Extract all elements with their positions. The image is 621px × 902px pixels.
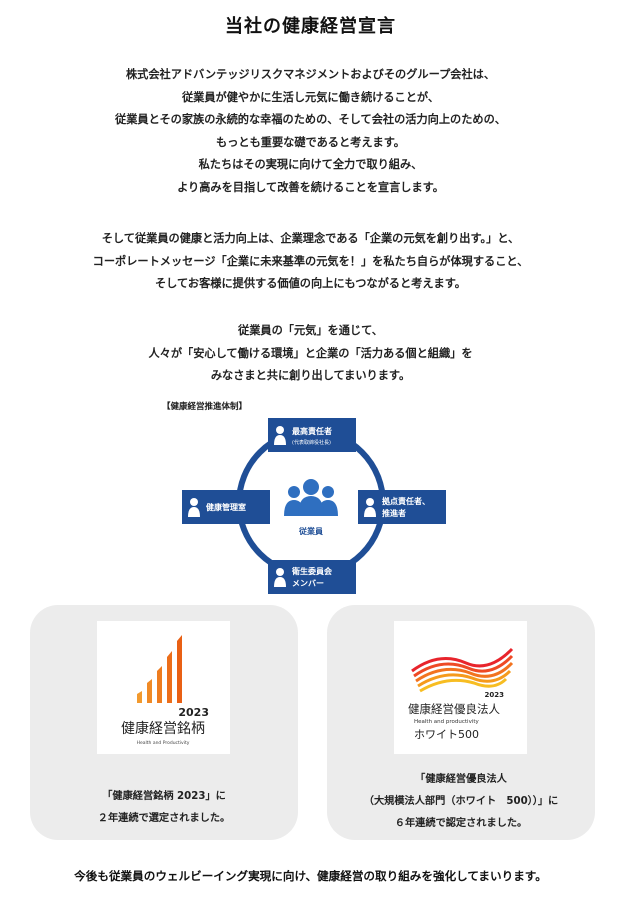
box-bottom-health-committee: 衛生委員会 メンバー bbox=[268, 560, 356, 594]
logo-badge: ホワイト500 bbox=[414, 728, 479, 741]
logo-title: 健康経営優良法人 bbox=[408, 702, 500, 716]
text-line: 従業員とその家族の永続的な幸福のための、そして会社の活力向上のための、 bbox=[115, 113, 506, 127]
box-sublabel: (代表取締役社長) bbox=[292, 439, 331, 446]
kenko-meigara-logo: 2023 健康経営銘柄 Health and Productivity bbox=[97, 621, 230, 754]
box-left-health-office: 健康管理室 bbox=[182, 490, 270, 524]
box-label: 拠点責任者、 bbox=[381, 496, 430, 506]
diagram-label: 【健康経営推進体制】 bbox=[162, 402, 248, 412]
logo-subtitle: Health and Productivity bbox=[137, 740, 190, 746]
closing-statement: 今後も従業員のウェルビーイング実現に向け、健康経営の取り組みを強化してまいります… bbox=[74, 869, 547, 883]
award-card-white500: 2023 健康経営優良法人 Health and productivity ホワ… bbox=[327, 605, 595, 840]
person-icon bbox=[364, 498, 376, 517]
box-top-executive: 最高責任者 (代表取締役社長) bbox=[268, 418, 356, 452]
award-text: （大規模法人部門（ホワイト 500））」に bbox=[363, 796, 559, 807]
logo-subtitle: Health and productivity bbox=[414, 719, 480, 725]
bar-logo-icon: 2023 健康経営銘柄 Health and Productivity bbox=[121, 635, 209, 746]
logo-year: 2023 bbox=[485, 691, 505, 699]
white500-logo: 2023 健康経営優良法人 Health and productivity ホワ… bbox=[394, 621, 527, 754]
page-title: 当社の健康経営宣言 bbox=[225, 16, 396, 37]
text-line: 人々が「安心して働ける環境」と企業の「活力ある個と組織」を bbox=[148, 346, 473, 360]
text-line: そして従業員の健康と活力向上は、企業理念である「企業の元気を創り出す。」と、 bbox=[101, 232, 520, 245]
box-sublabel: メンバー bbox=[292, 579, 324, 588]
text-line: コーポレートメッセージ「企業に未来基準の元気を！」を私たち自らが体現すること、 bbox=[92, 254, 529, 268]
logo-title: 健康経営銘柄 bbox=[121, 720, 205, 737]
logo-year: 2023 bbox=[178, 706, 209, 719]
award-text: 「健康経営優良法人 bbox=[415, 774, 507, 785]
award-text: 「健康経営銘柄 2023」に bbox=[102, 791, 226, 802]
box-sublabel: 推進者 bbox=[382, 508, 406, 518]
person-icon bbox=[188, 498, 200, 517]
text-line: もっとも重要な礎であると考えます。 bbox=[216, 135, 405, 149]
box-right-site-managers: 拠点責任者、 推進者 bbox=[358, 490, 446, 524]
declaration-paragraph-1: 株式会社アドバンテッジリスクマネジメントおよびそのグループ会社は、 従業員が健や… bbox=[0, 64, 621, 200]
text-line: そしてお客様に提供する価値の向上にもつながると考えます。 bbox=[154, 277, 466, 291]
center-label: 従業員 bbox=[298, 526, 323, 536]
employees-icon bbox=[284, 479, 338, 516]
text-line: みなさまと共に創り出してまいります。 bbox=[210, 369, 411, 383]
wave-logo-icon: 2023 健康経営優良法人 Health and productivity ホワ… bbox=[408, 647, 514, 741]
text-line: より高みを目指して改善を続けることを宣言します。 bbox=[177, 180, 444, 194]
award-text: ６年連続で認定されました。 bbox=[394, 818, 528, 829]
text-line: 株式会社アドバンテッジリスクマネジメントおよびそのグループ会社は、 bbox=[125, 68, 496, 81]
health-promotion-diagram: 従業員 最高責任者 (代表取締役社長) 健康管理室 拠点責任者、 推進者 bbox=[182, 418, 446, 594]
box-label: 最高責任者 bbox=[292, 426, 332, 436]
text-line: 従業員が健やかに生活し元気に働き続けることが、 bbox=[181, 90, 440, 104]
declaration-paragraph-3: 従業員の「元気」を通じて、 人々が「安心して働ける環境」と企業の「活力ある個と組… bbox=[0, 320, 621, 388]
person-icon bbox=[274, 426, 286, 445]
text-line: 従業員の「元気」を通じて、 bbox=[238, 324, 383, 337]
award-card-brand: 2023 健康経営銘柄 Health and Productivity 「健康経… bbox=[30, 605, 298, 840]
declaration-paragraph-2: そして従業員の健康と活力向上は、企業理念である「企業の元気を創り出す。」と、 コ… bbox=[0, 228, 621, 296]
person-icon bbox=[274, 568, 286, 587]
text-line: 私たちはその実現に向けて全力で取り組み、 bbox=[198, 158, 423, 172]
box-label: 衛生委員会 bbox=[291, 566, 332, 576]
award-text: ２年連続で選定されました。 bbox=[97, 813, 231, 824]
box-label: 健康管理室 bbox=[206, 502, 246, 512]
